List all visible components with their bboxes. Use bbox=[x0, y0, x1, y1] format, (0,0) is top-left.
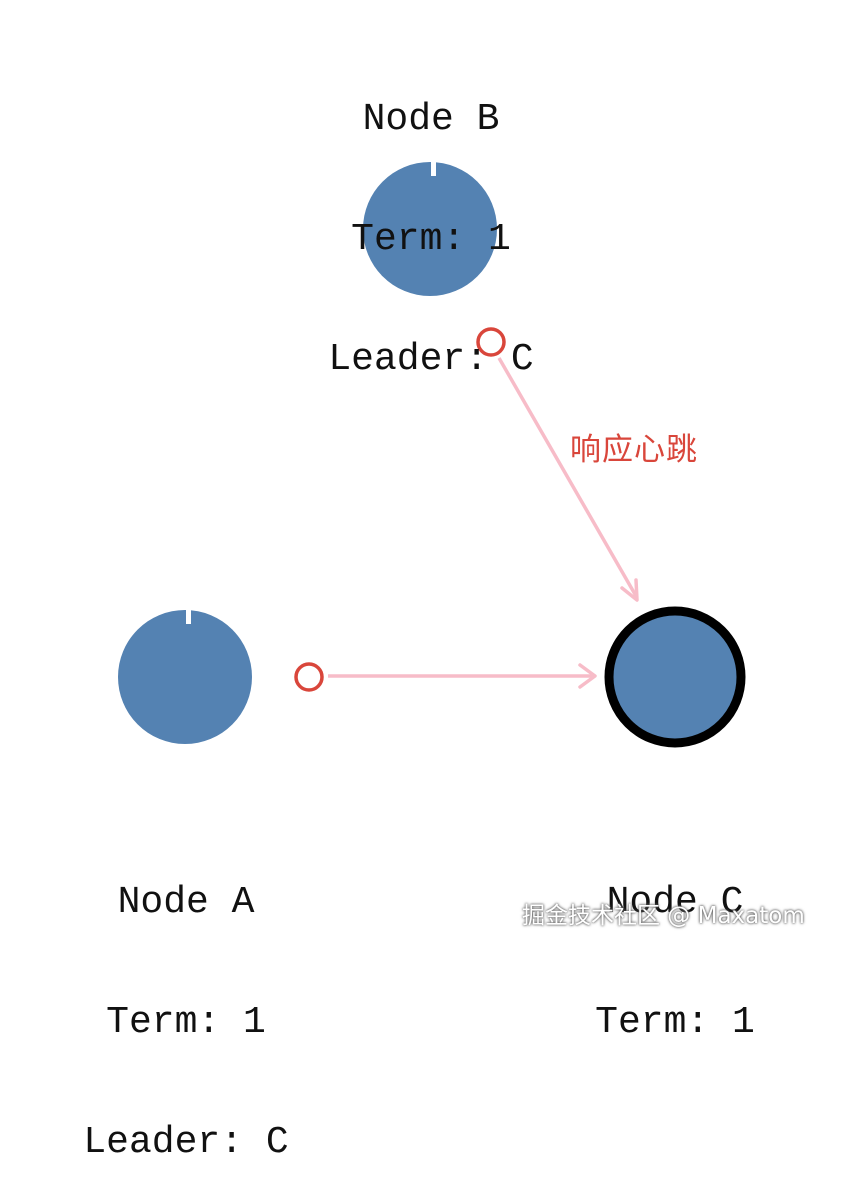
node-a-term: Term: 1 bbox=[106, 1001, 266, 1044]
node-a-timer-tick bbox=[186, 609, 191, 624]
node-c-label: Node C Term: 1 bbox=[595, 803, 755, 1083]
raft-diagram bbox=[118, 161, 746, 748]
node-c-circle bbox=[604, 606, 746, 748]
node-b-circle bbox=[363, 161, 497, 296]
node-b-term: Term: 1 bbox=[351, 218, 511, 261]
node-a-leader: Leader: C bbox=[83, 1121, 289, 1164]
node-b-label: Node B Term: 1 Leader: C bbox=[328, 20, 533, 420]
node-b-leader: Leader: C bbox=[328, 338, 534, 381]
node-a-name: Node A bbox=[117, 881, 255, 924]
watermark: 掘金技术社区 @ Maxatom bbox=[522, 903, 805, 929]
node-c-name: Node C bbox=[606, 881, 744, 924]
node-b-name: Node B bbox=[362, 98, 500, 141]
edge-label-heartbeat-response: 响应心跳 bbox=[570, 432, 698, 468]
arrow-b-to-c bbox=[497, 357, 639, 602]
message-circle-b bbox=[476, 327, 506, 357]
node-a-label: Node A Term: 1 Leader: C bbox=[83, 803, 288, 1203]
node-b-timer-tick bbox=[431, 161, 436, 176]
message-circle-a bbox=[294, 662, 324, 692]
arrow-a-to-c bbox=[328, 663, 597, 689]
node-a-circle bbox=[118, 609, 252, 744]
node-c-term: Term: 1 bbox=[595, 1001, 755, 1044]
